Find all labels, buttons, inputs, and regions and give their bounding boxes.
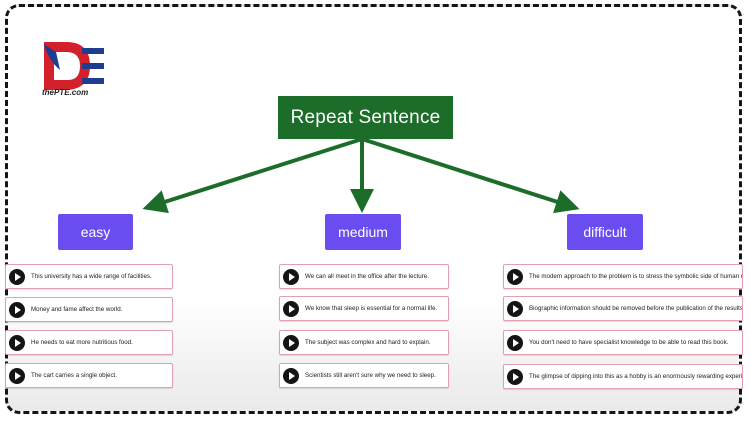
sentence-item[interactable]: We know that sleep is essential for a no… bbox=[279, 296, 449, 321]
sentence-item[interactable]: We can all meet in the office after the … bbox=[279, 264, 449, 289]
sentence-item[interactable]: Biographic information should be removed… bbox=[503, 296, 743, 321]
play-icon[interactable] bbox=[283, 300, 299, 317]
sentence-item[interactable]: This university has a wide range of faci… bbox=[5, 264, 173, 289]
play-icon[interactable] bbox=[283, 334, 299, 351]
sentence-item[interactable]: The cart carries a single object. bbox=[5, 363, 173, 388]
sentence-text: Biographic information should be removed… bbox=[529, 305, 742, 312]
sentence-text: We can all meet in the office after the … bbox=[305, 273, 429, 280]
play-icon[interactable] bbox=[283, 268, 299, 285]
sentence-item[interactable]: You don't need to have specialist knowle… bbox=[503, 330, 743, 355]
sentence-text: Scientists still aren't sure why we need… bbox=[305, 372, 436, 379]
sentence-item[interactable]: He needs to eat more nutritious food. bbox=[5, 330, 173, 355]
diagram-title: Repeat Sentence bbox=[278, 96, 453, 139]
play-icon[interactable] bbox=[507, 368, 523, 385]
level-easy: easy bbox=[58, 214, 133, 250]
sentence-text: This university has a wide range of faci… bbox=[31, 273, 152, 280]
sentence-text: The subject was complex and hard to expl… bbox=[305, 339, 431, 346]
play-icon[interactable] bbox=[9, 334, 25, 351]
level-difficult: difficult bbox=[567, 214, 643, 250]
play-icon[interactable] bbox=[507, 300, 523, 317]
sentence-text: You don't need to have specialist knowle… bbox=[529, 339, 729, 346]
sentence-text: The glimpse of dipping into this as a ho… bbox=[529, 373, 742, 380]
play-icon[interactable] bbox=[9, 301, 25, 318]
logo-text: thePTE.com bbox=[42, 88, 89, 97]
sentence-item[interactable]: The subject was complex and hard to expl… bbox=[279, 330, 449, 355]
play-icon[interactable] bbox=[9, 367, 25, 384]
level-medium: medium bbox=[325, 214, 401, 250]
sentence-text: The cart carries a single object. bbox=[31, 372, 117, 379]
play-icon[interactable] bbox=[507, 334, 523, 351]
sentence-text: Money and fame affect the world. bbox=[31, 306, 123, 313]
sentence-item[interactable]: The modern approach to the problem is to… bbox=[503, 264, 743, 289]
sentence-text: He needs to eat more nutritious food. bbox=[31, 339, 133, 346]
sentence-item[interactable]: Money and fame affect the world. bbox=[5, 297, 173, 322]
sentence-item[interactable]: Scientists still aren't sure why we need… bbox=[279, 363, 449, 388]
play-icon[interactable] bbox=[283, 367, 299, 384]
sentence-text: We know that sleep is essential for a no… bbox=[305, 305, 438, 312]
pte-logo-icon bbox=[44, 42, 104, 90]
play-icon[interactable] bbox=[9, 268, 25, 285]
sentence-text: The modern approach to the problem is to… bbox=[529, 273, 742, 280]
play-icon[interactable] bbox=[507, 268, 523, 285]
sentence-item[interactable]: The glimpse of dipping into this as a ho… bbox=[503, 364, 743, 389]
